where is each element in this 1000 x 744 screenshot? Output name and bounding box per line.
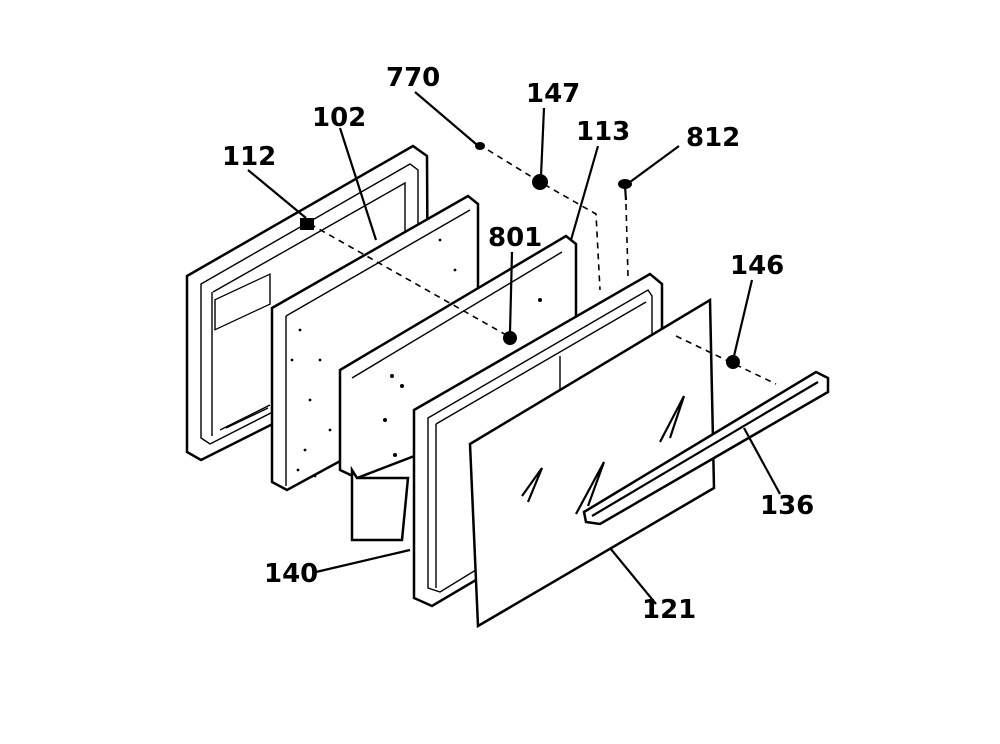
label-136: 136 [760,491,814,521]
label-140: 140 [264,559,318,589]
label-812: 812 [686,123,740,153]
part-147-screw [532,174,548,190]
label-770: 770 [386,63,440,93]
label-146: 146 [730,251,784,281]
label-801: 801 [488,223,542,253]
part-136-handle [582,370,830,526]
part-801-screw [503,331,517,345]
label-147: 147 [526,79,580,109]
callout-labels: 770 147 102 113 812 112 801 146 136 140 … [222,63,814,625]
label-121: 121 [642,595,696,625]
assembly-lines [309,149,777,385]
label-112: 112 [222,142,276,172]
part-770-screw [475,142,485,150]
label-113: 113 [576,117,630,147]
part-146-screw [726,355,740,369]
part-121-front-glass [468,297,716,629]
part-113-inner-panel [338,234,578,542]
label-102: 102 [312,103,366,133]
part-812-screw [618,179,632,201]
leader-lines [247,91,781,605]
